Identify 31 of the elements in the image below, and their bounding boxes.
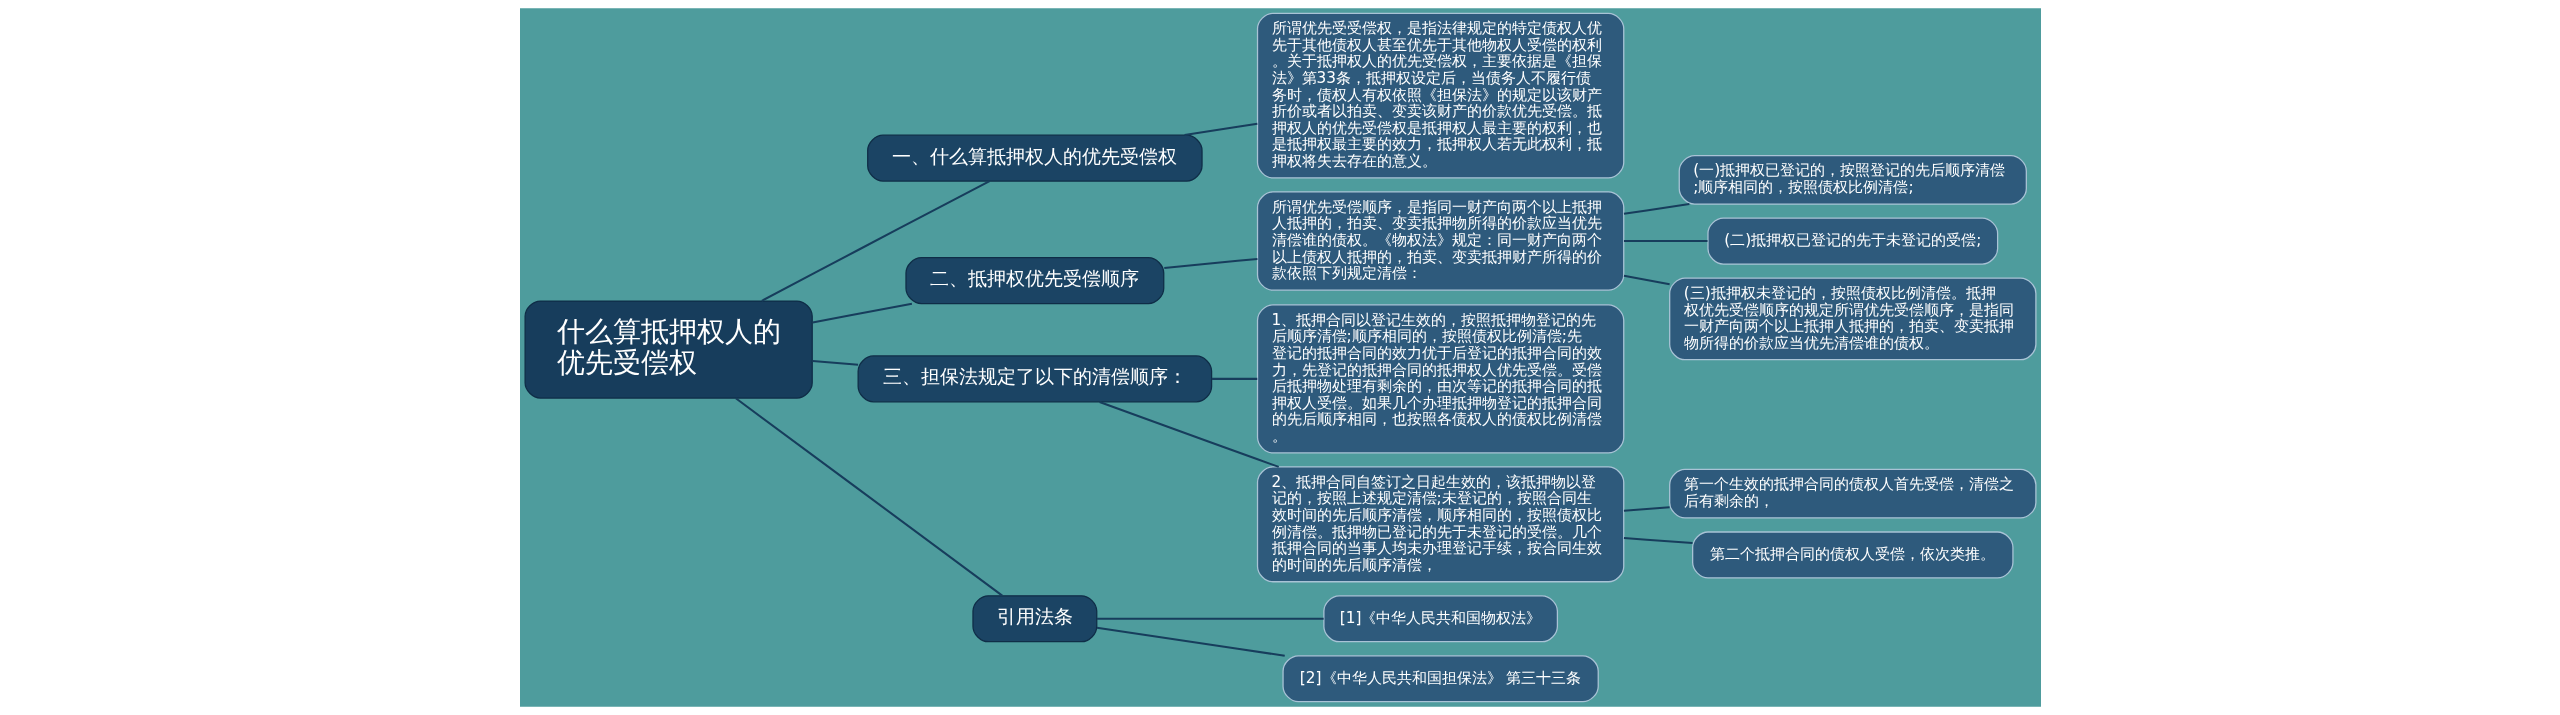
connector (734, 397, 1003, 597)
node-box: (一)抵押权已登记的，按照登记的先后顺序清偿;顺序相同的，按照债权比例清偿; (1678, 154, 2027, 205)
connector (812, 360, 858, 366)
node-box: 第一个生效的抵押合同的债权人首先受偿，清偿之后有剩余的， (1668, 468, 2037, 519)
connector (1096, 617, 1324, 620)
node-box: (二)抵押权已登记的先于未登记的受偿; (1706, 217, 1998, 265)
node-box: 二、抵押权优先受偿顺序 (904, 257, 1164, 305)
node-box: 引用法条 (971, 595, 1097, 643)
connector (1623, 506, 1670, 512)
connector (1623, 536, 1693, 545)
connector (1211, 377, 1257, 380)
node-box: 1、抵押合同以登记生效的，按照抵押物登记的先后顺序清偿;顺序相同的，按照债权比例清偿;先登记的抵押合同的效力优于后登记的抵押合同的效力，先登记的抵押合同的抵押权人优先受偿。受偿后抵押物处理有剩余的，由次等记的抵押合同的抵押权人受偿。如果几个办理抵押物登记的抵押合同的先后顺序相同，也按照各债权人的债权比例清偿。 (1256, 304, 1624, 454)
node-box: 所谓优先受偿顺序，是指同一财产向两个以上抵押人抵押的，拍卖、变卖抵押物所得的价款应当优先清偿谁的债权。《物权法》规定：同一财产向两个以上债权人抵押的，拍卖、变卖抵押财产所得的价款依照下列规定清偿： (1256, 191, 1624, 291)
node-box: 所谓优先受受偿权，是指法律规定的特定债权人优先于其他债权人甚至优先于其他物权人受偿的权利。关于抵押权人的优先受偿权，主要依据是《担保法》第33条，抵押权设定后，当债务人不履行债务时，债权人有权依照《担保法》的规定以该财产折价或者以拍卖、变卖该财产的价款优先受偿。抵押权人的优先受偿权是抵押权人最主要的权利，也是抵押权最主要的效力，抵押权人若无此权利，抵押权将失去存在的意义。 (1256, 12, 1624, 179)
node-box: [1]《中华人民共和国物权法》 (1322, 595, 1558, 643)
connector (811, 302, 912, 324)
node-box: 一、什么算抵押权人的优先受偿权 (866, 134, 1203, 182)
connector (1098, 401, 1279, 468)
node-box: 2、抵押合同自签订之日起生效的，该抵押物以登记的，按照上述规定清偿;未登记的，按照合同生效时间的先后顺序清偿，顺序相同的，按照债权比例清偿。抵押物已登记的先于未登记的受偿。几个抵押合同的当事人均未办理登记手续，按合同生效的时间的先后顺序清偿， (1256, 466, 1624, 583)
node-box: 三、担保法规定了以下的清偿顺序： (857, 355, 1212, 403)
node-box: (三)抵押权未登记的，按照债权比例清偿。抵押权优先受偿顺序的规定所谓优先受偿顺序，是指同一财产向两个以上抵押人抵押的，拍卖、变卖抵押物所得的价款应当优先清偿谁的债权。 (1668, 277, 2037, 361)
connector (760, 180, 990, 302)
node-box: 第二个抵押合同的债权人受偿，依次类推。 (1691, 531, 2014, 579)
node-box: [2]《中华人民共和国担保法》 第三十三条 (1281, 655, 1599, 703)
connector (1163, 257, 1258, 270)
connector (1623, 203, 1690, 215)
connector (1183, 122, 1258, 137)
node-box: 什么算抵押权人的优先受偿权 (523, 300, 813, 399)
connector (1623, 240, 1707, 243)
connector (1623, 274, 1670, 286)
connector (1096, 626, 1285, 657)
